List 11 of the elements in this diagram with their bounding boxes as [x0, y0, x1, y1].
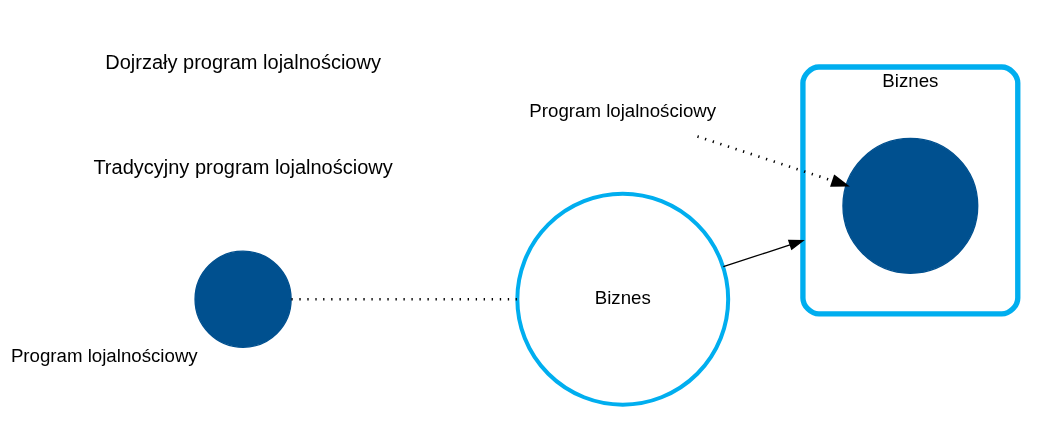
cluster: Biznes [800, 64, 1021, 317]
connector [291, 297, 518, 301]
node-circle [842, 137, 979, 274]
node-circle [194, 250, 292, 348]
node-circle: Biznes [515, 191, 731, 407]
node-text: Program lojalnościowy [529, 100, 717, 122]
node-label: Program lojalnościowy [10, 345, 198, 367]
arrow [722, 239, 805, 268]
label: Dojrzały program lojalnościowy [105, 51, 381, 74]
arrow [697, 135, 850, 187]
label: Tradycyjny program lojalnościowy [93, 156, 393, 179]
